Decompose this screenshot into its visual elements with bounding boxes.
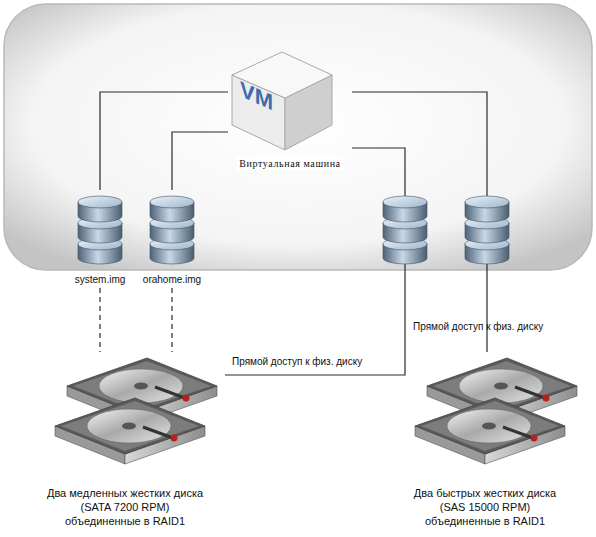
dashed-link bbox=[99, 288, 100, 352]
disk-image: orahome.img bbox=[140, 190, 204, 288]
raid-caption: Два быстрых жестких диска (SAS 15000 RPM… bbox=[405, 486, 565, 528]
dashed-link bbox=[171, 288, 172, 352]
virtual-machine: VMВиртуальная машина bbox=[228, 46, 352, 176]
disk-stack bbox=[465, 196, 509, 264]
disk-image-stack bbox=[72, 190, 128, 288]
connector-line bbox=[100, 92, 228, 190]
edge-label: Прямой доступ к физ. диску bbox=[232, 356, 362, 367]
disk-stack bbox=[383, 196, 427, 264]
edge-label: Прямой доступ к физ. диску bbox=[413, 321, 543, 332]
connector-line bbox=[172, 132, 228, 190]
disk-image: system.img bbox=[72, 190, 128, 288]
vm-caption: Виртуальная машина bbox=[236, 157, 343, 170]
raid-array: Два быстрых жестких диска (SAS 15000 RPM… bbox=[385, 352, 585, 537]
connector-line bbox=[225, 148, 405, 375]
image-name: orahome.img bbox=[143, 274, 201, 285]
raid-caption: Два медленных жестких диска (SATA 7200 R… bbox=[45, 486, 205, 528]
container-box bbox=[4, 4, 592, 270]
image-name: system.img bbox=[75, 274, 126, 285]
raid-array: Два медленных жестких диска (SATA 7200 R… bbox=[25, 352, 225, 537]
disk-image-stack bbox=[140, 190, 204, 288]
